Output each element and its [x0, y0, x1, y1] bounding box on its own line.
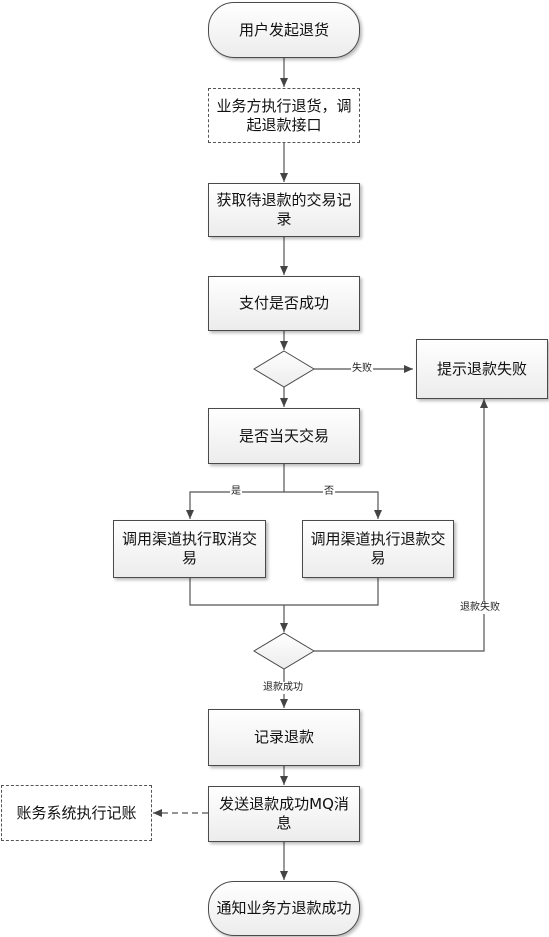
payment-success-node: 支付是否成功 [208, 276, 360, 331]
edge-cancel-merge [189, 578, 379, 606]
edge-decision2-fail [314, 399, 488, 652]
start-node: 用户发起退货 [208, 2, 360, 58]
same-day-node: 是否当天交易 [208, 408, 360, 464]
edge-label-refund-fail: 退款失败 [459, 602, 501, 614]
accounting-node: 账务系统执行记账 [1, 785, 152, 841]
send-mq-node: 发送退款成功MQ消息 [208, 786, 360, 842]
edge-sameday-branch-no [284, 491, 382, 519]
record-refund-node: 记录退款 [208, 709, 360, 766]
edge-label-no: 否 [323, 486, 335, 498]
notify-success-node: 通知业务方退款成功 [208, 881, 360, 936]
invoke-refund-node: 业务方执行退货，调起退款接口 [208, 88, 360, 143]
refund-fail-node: 提示退款失败 [416, 339, 548, 399]
decision-diamond-paid [253, 350, 315, 388]
fetch-record-node: 获取待退款的交易记录 [208, 183, 360, 237]
decision-diamond-refund [253, 632, 315, 670]
edge-label-refund-success: 退款成功 [262, 682, 304, 694]
edge-label-yes: 是 [230, 486, 242, 498]
refund-transaction-node: 调用渠道执行退款交易 [302, 520, 454, 578]
cancel-transaction-node: 调用渠道执行取消交易 [113, 520, 266, 578]
edge-label-fail: 失败 [351, 363, 373, 375]
